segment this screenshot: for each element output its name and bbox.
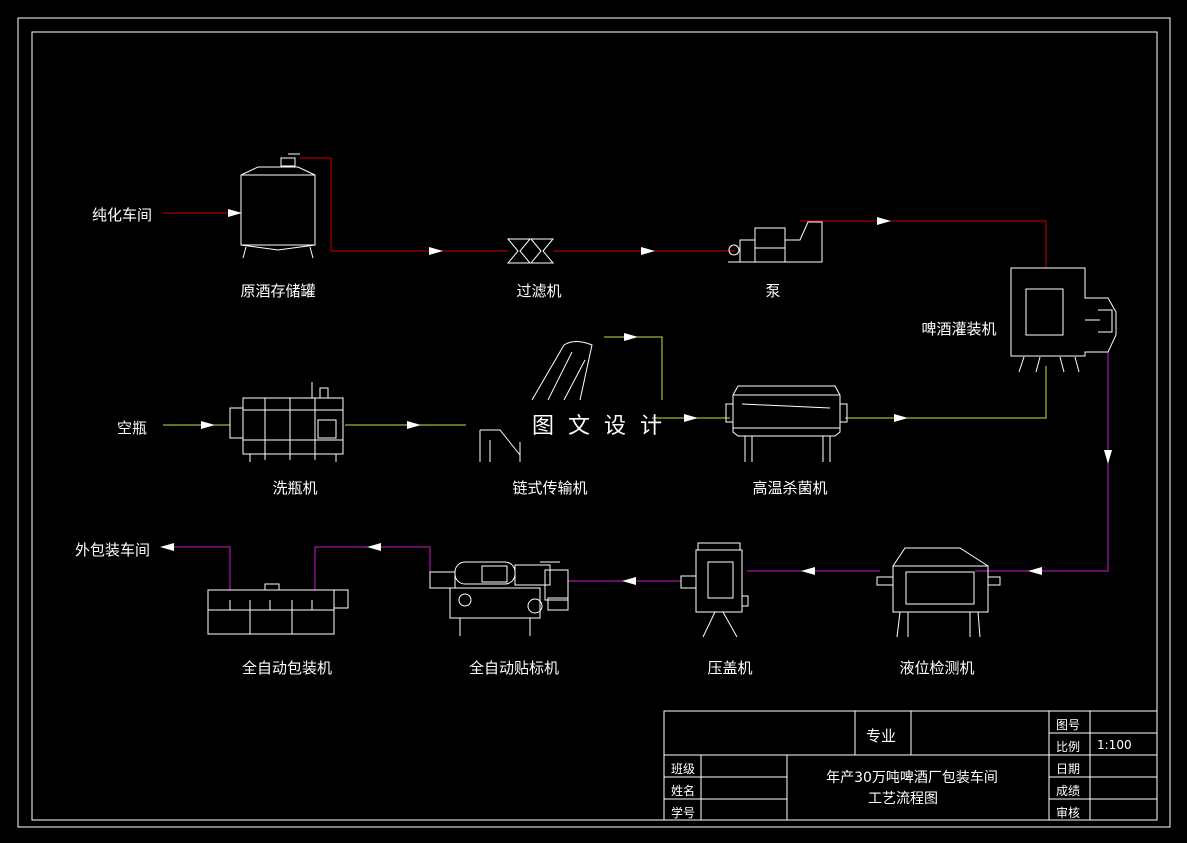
- grade-label: 成绩: [1056, 784, 1081, 798]
- storage-tank-label: 原酒存储罐: [240, 282, 316, 300]
- source-workshop-label: 纯化车间: [92, 206, 153, 224]
- class-label: 班级: [671, 762, 696, 776]
- drawing-title-line1: 年产30万吨啤酒厂包装车间: [826, 770, 998, 786]
- filler-label: 啤酒灌装机: [921, 320, 997, 338]
- auto-packer-icon: [207, 583, 349, 635]
- pump-label: 泵: [765, 282, 781, 300]
- major-label: 专业: [866, 727, 897, 745]
- chain-conveyor-label: 链式传输机: [512, 479, 588, 497]
- filter-label: 过滤机: [516, 282, 562, 300]
- chain-conveyor-icon: [479, 341, 593, 462]
- filter-icon: [506, 238, 555, 264]
- auto-packer-label: 全自动包装机: [241, 659, 333, 677]
- auto-labeler-label: 全自动贴标机: [468, 659, 560, 677]
- date-label: 日期: [1056, 762, 1081, 776]
- inner-frame: [31, 31, 1158, 821]
- level-inspector-icon: [876, 547, 1001, 638]
- outer-frame: [17, 17, 1171, 828]
- sterilizer-label: 高温杀菌机: [752, 479, 828, 497]
- title-block: [663, 710, 1158, 821]
- bottle-washer-label: 洗瓶机: [272, 479, 318, 497]
- drawing-title-line2: 工艺流程图: [868, 791, 938, 807]
- outer-pack-workshop-label: 外包装车间: [75, 541, 151, 559]
- package-flow-lines: [163, 352, 1109, 590]
- watermark-text: 图文设计: [532, 414, 677, 439]
- capper-label: 压盖机: [707, 659, 753, 677]
- review-label: 审核: [1056, 806, 1081, 820]
- drawing-no-label: 图号: [1056, 718, 1081, 732]
- beer-filler-icon: [1010, 267, 1117, 373]
- name-label: 姓名: [671, 784, 696, 798]
- storage-tank-icon: [240, 153, 316, 259]
- capper-icon: [680, 542, 749, 638]
- sterilizer-icon: [725, 385, 848, 462]
- level-inspector-label: 液位检测机: [899, 659, 975, 677]
- auto-labeler-icon: [429, 561, 569, 636]
- empty-bottle-label: 空瓶: [117, 419, 148, 437]
- scale-value: 1:100: [1097, 738, 1132, 752]
- package-flow-arrows: [160, 450, 1112, 585]
- scale-label: 比例: [1056, 740, 1081, 754]
- beer-flow-arrows: [228, 209, 891, 255]
- student-id-label: 学号: [671, 806, 696, 820]
- pump-icon: [728, 221, 823, 263]
- bottle-washer-icon: [229, 382, 344, 462]
